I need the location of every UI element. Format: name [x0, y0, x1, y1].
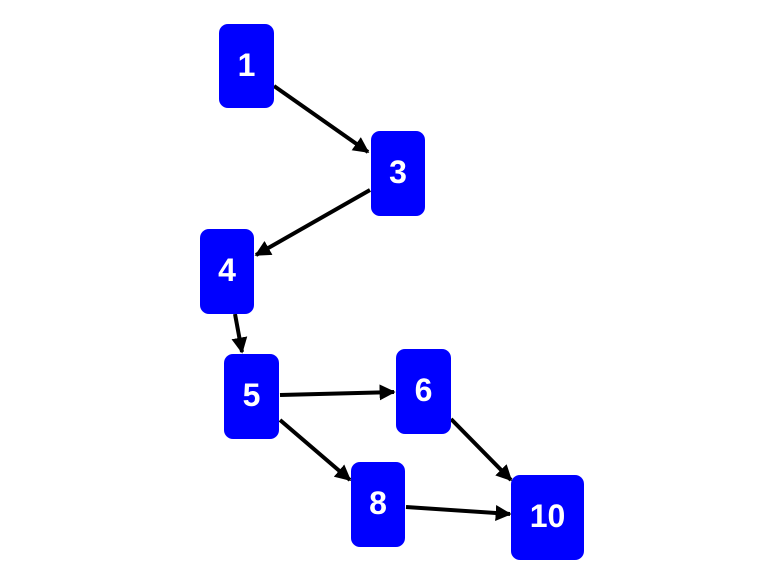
edge-3-to-4 [254, 188, 371, 257]
node-5: 5 [224, 354, 279, 439]
node-10-box [511, 475, 584, 560]
node-8-box [351, 462, 405, 547]
node-4: 4 [200, 229, 254, 314]
edge-6-to-10 [449, 417, 513, 482]
node-10: 10 [511, 475, 584, 560]
node-1-box [219, 24, 274, 108]
node-5-label: 5 [243, 377, 261, 413]
edge-8-to-10 [405, 505, 512, 522]
node-8: 8 [351, 462, 405, 547]
edges [231, 84, 513, 522]
node-1-label: 1 [238, 47, 256, 83]
node-6-label: 6 [415, 372, 433, 408]
edge-5-to-8 [278, 418, 352, 482]
node-3: 3 [371, 131, 425, 216]
node-3-label: 3 [389, 154, 407, 190]
edge-1-to-3 [272, 84, 370, 154]
node-6: 6 [396, 349, 451, 434]
node-5-box [224, 354, 279, 439]
node-6-box [396, 349, 451, 434]
edge-5-to-6 [279, 384, 396, 401]
node-4-box [200, 229, 254, 314]
node-1: 1 [219, 24, 274, 108]
edge-4-to-5 [231, 313, 248, 354]
node-10-label: 10 [530, 498, 566, 534]
node-3-box [371, 131, 425, 216]
node-4-label: 4 [218, 252, 236, 288]
node-8-label: 8 [369, 485, 387, 521]
